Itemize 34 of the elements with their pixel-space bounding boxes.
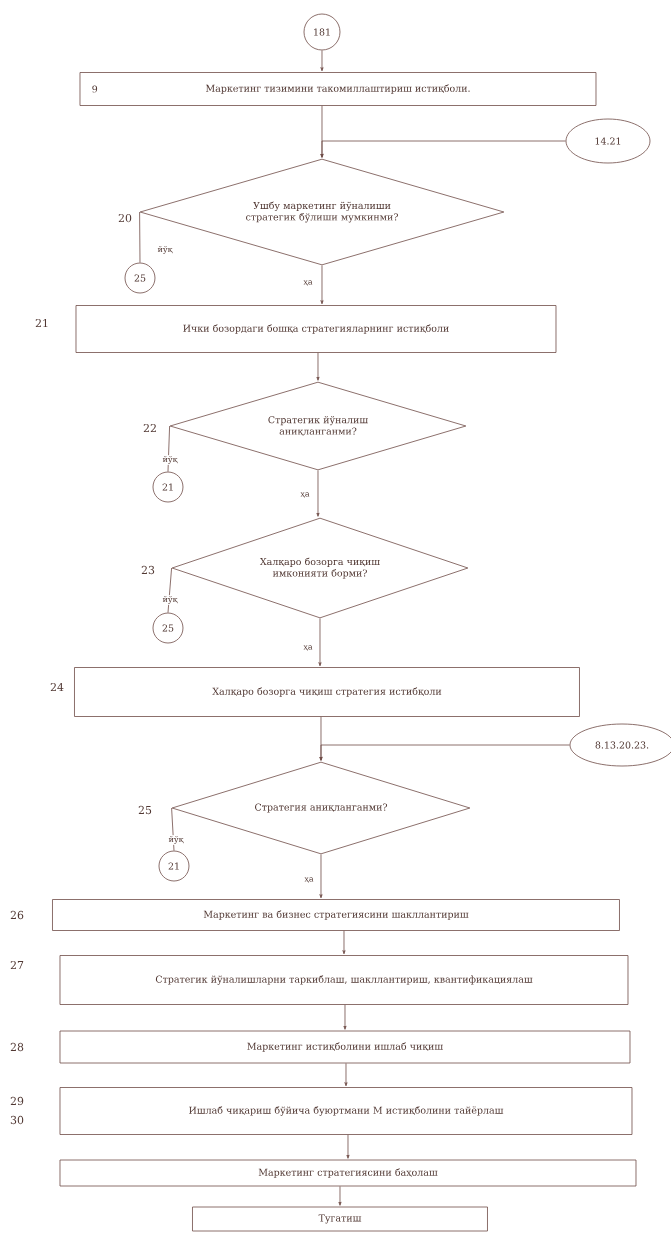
arrow bbox=[320, 50, 324, 72]
arrow bbox=[343, 1004, 347, 1030]
step-number: 25 bbox=[138, 805, 152, 815]
process-box: Халқаро бозорга чиқиш стратегия истибқоли bbox=[74, 667, 580, 717]
process-box: Ишлаб чиқариш бўйича буюртмани М истиқболини тайёрлаш bbox=[59, 1087, 633, 1135]
arrow bbox=[316, 352, 320, 381]
process-box: Маркетинг ва бизнес стратегиясини шакллантириш bbox=[52, 899, 620, 931]
arrow bbox=[344, 1063, 348, 1087]
arrow bbox=[320, 265, 324, 305]
arrow bbox=[338, 1186, 342, 1206]
arrow bbox=[319, 854, 323, 899]
step-number: 24 bbox=[50, 682, 64, 692]
arrow bbox=[319, 744, 570, 761]
arrow bbox=[320, 140, 566, 158]
step-number: 27 bbox=[10, 960, 24, 970]
step-number: 22 bbox=[143, 423, 156, 433]
process-box: Тугатиш bbox=[192, 1206, 488, 1232]
arrow bbox=[316, 470, 320, 517]
process-box: Маркетинг истиқболини ишлаб чиқиш bbox=[59, 1030, 631, 1064]
step-number: 30 bbox=[10, 1115, 24, 1125]
step-number: 26 bbox=[10, 910, 24, 920]
step-number: 21 bbox=[35, 318, 48, 328]
step-number: 20 bbox=[118, 213, 132, 223]
reference-oval: 14.21 bbox=[565, 118, 651, 164]
process-box: 9 Маркетинг тизимини такомиллаштириш истиқболи. bbox=[79, 72, 597, 106]
step-number: 28 bbox=[10, 1042, 24, 1052]
process-box: Маркетинг стратегиясини баҳолаш bbox=[59, 1159, 637, 1187]
arrow bbox=[346, 1134, 350, 1159]
step-number: 23 bbox=[141, 565, 155, 575]
arrow bbox=[318, 618, 322, 667]
process-box: Стратегик йўналишларни таркиблаш, шакллантириш, квантификациялаш bbox=[59, 955, 629, 1005]
step-number: 29 bbox=[10, 1096, 24, 1106]
arrow bbox=[342, 930, 346, 955]
process-box: Ички бозордаги бошқа стратегияларнинг истиқболи bbox=[75, 305, 557, 353]
